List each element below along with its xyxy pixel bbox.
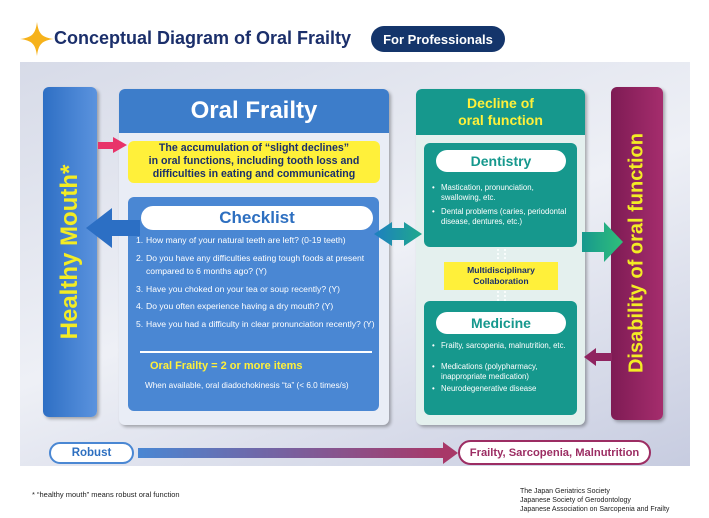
accumulation-line: in oral functions, including tooth loss … [148, 155, 360, 167]
organization-name: Japanese Association on Sarcopenia and F… [520, 506, 670, 513]
dentistry-title: Dentistry [436, 150, 566, 172]
healthy-mouth-bar [43, 87, 97, 417]
checklist-item-text: Do you often experience having a dry mou… [146, 301, 334, 311]
oral-frailty-criterion: Oral Frailty = 2 or more items [150, 360, 303, 372]
collaboration-box: Multidisciplinary Collaboration [444, 262, 558, 290]
checklist-item: 2. Do you have any difficulties eating t… [136, 252, 380, 277]
checklist-item-number: 2. [136, 253, 144, 263]
robust-label: Robust [49, 442, 134, 464]
checklist-panel [128, 197, 379, 411]
bullet-icon: • [432, 207, 435, 216]
decline-title: Decline of oral function [416, 89, 585, 135]
footnote: * “healthy mouth” means robust oral func… [32, 490, 180, 499]
frailty-sarcopenia-label: Frailty, Sarcopenia, Malnutrition [458, 440, 651, 465]
page-title: Conceptual Diagram of Oral Frailty [54, 28, 352, 48]
accumulation-line: The accumulation of “slight declines” [158, 142, 350, 154]
checklist-item: 1. How many of your natural teeth are le… [136, 234, 380, 247]
medicine-item-text: Medications (polypharmacy, inappropriate… [441, 362, 538, 381]
organization-name: Japanese Society of Gerodontology [520, 497, 631, 504]
pink-arrow [98, 137, 127, 153]
checklist-item-number: 5. [136, 319, 144, 329]
bullet-icon: • [432, 384, 435, 393]
dentistry-item-text: Mastication, pronunciation, swallowing, … [441, 183, 534, 202]
accumulation-box: The accumulation of “slight declines” in… [128, 141, 380, 183]
diadochokinesis-note: When available, oral diadochokinesis “ta… [145, 381, 349, 390]
accumulation-line: difficulties in eating and communicating [152, 168, 356, 180]
dentistry-item: • Mastication, pronunciation, swallowing… [432, 183, 572, 203]
medicine-item: • Neurodegenerative disease [432, 384, 572, 394]
bullet-icon: • [432, 362, 435, 371]
blue-arrow-left [86, 208, 140, 248]
collaboration-line: Multidisciplinary [467, 265, 535, 275]
medicine-item-text: Frailty, sarcopenia, malnutrition, etc. [441, 341, 566, 350]
audience-badge: For Professionals [371, 26, 505, 52]
bullet-icon: • [432, 183, 435, 192]
checklist-item: 4. Do you often experience having a dry … [136, 300, 380, 313]
organization-name: The Japan Geriatrics Society [520, 488, 610, 495]
checklist-item-number: 3. [136, 284, 144, 294]
checklist-item-text: How many of your natural teeth are left?… [146, 235, 346, 245]
dentistry-item-text: Dental problems (caries, periodontal dis… [441, 207, 567, 226]
medicine-item: • Medications (polypharmacy, inappropria… [432, 362, 572, 382]
green-arrow-right [582, 222, 623, 262]
collaboration-line: Collaboration [473, 276, 529, 286]
oral-frailty-title: Oral Frailty [119, 89, 389, 133]
bullet-icon: • [432, 341, 435, 350]
medicine-item: • Frailty, sarcopenia, malnutrition, etc… [432, 341, 572, 351]
checklist-item: 5. Have you had a difficulty in clear pr… [136, 318, 380, 331]
dentistry-item: • Dental problems (caries, periodontal d… [432, 207, 572, 227]
checklist-item-text: Have you choked on your tea or soup rece… [146, 284, 340, 294]
medicine-item-text: Neurodegenerative disease [441, 384, 537, 393]
checklist-item-number: 4. [136, 301, 144, 311]
disability-bar [611, 87, 663, 420]
medicine-title: Medicine [436, 312, 566, 334]
checklist-item-text: Do you have any difficulties eating toug… [146, 253, 365, 276]
maroon-arrow-left [584, 348, 612, 366]
checklist-divider [140, 351, 372, 353]
checklist-item-text: Have you had a difficulty in clear pronu… [146, 319, 375, 329]
decline-title-line: Decline of [467, 95, 534, 111]
double-arrow [374, 222, 422, 246]
decline-title-line: oral function [458, 112, 543, 128]
checklist-title: Checklist [141, 206, 373, 230]
checklist-item-number: 1. [136, 235, 144, 245]
checklist-item: 3. Have you choked on your tea or soup r… [136, 283, 380, 296]
star-icon [20, 22, 54, 56]
